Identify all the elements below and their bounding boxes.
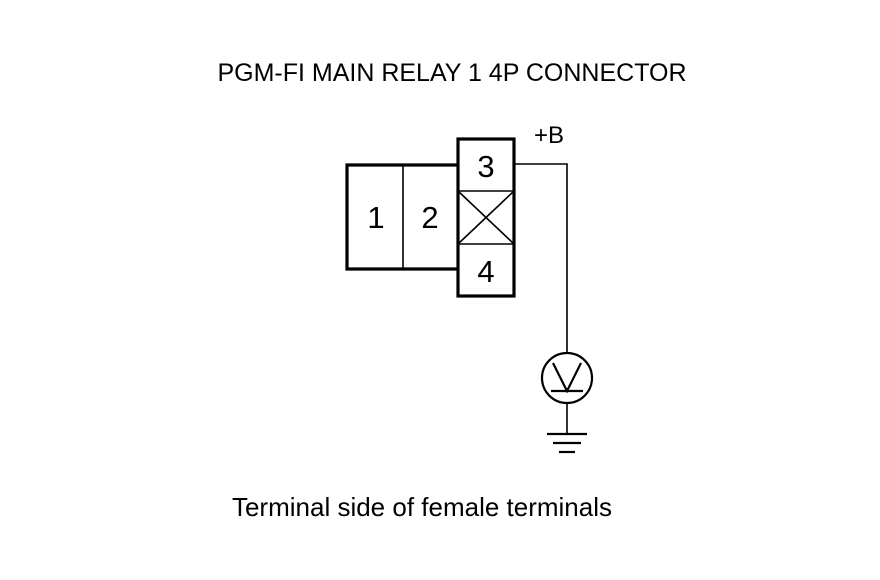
pin-3-label: 3 bbox=[477, 149, 494, 184]
connector: 1 2 3 4 bbox=[345, 137, 516, 298]
connector-right-column bbox=[456, 137, 516, 298]
pin-1-label: 1 bbox=[367, 200, 384, 235]
voltmeter-icon bbox=[540, 351, 594, 405]
test-lead-wire bbox=[514, 163, 568, 353]
pin-2-label: 2 bbox=[421, 200, 438, 235]
pin-4-label: 4 bbox=[477, 254, 494, 289]
diagram-title: PGM-FI MAIN RELAY 1 4P CONNECTOR bbox=[217, 59, 686, 87]
ground-icon bbox=[547, 432, 587, 454]
diagram-caption: Terminal side of female terminals bbox=[232, 492, 612, 522]
supply-label: +B bbox=[534, 122, 564, 149]
unused-cavity bbox=[457, 190, 515, 245]
